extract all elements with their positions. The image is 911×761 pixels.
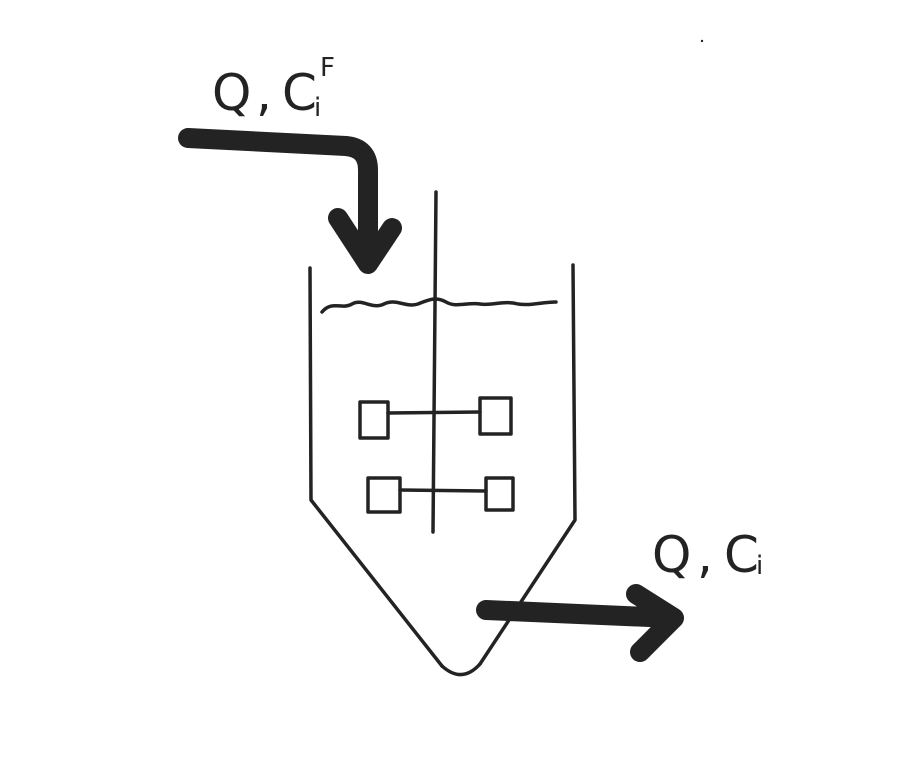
outlet-arrow-head xyxy=(626,584,684,662)
agitator-shaft xyxy=(431,190,438,534)
impeller-lower xyxy=(366,476,515,514)
outlet-label: Q , C i xyxy=(652,526,763,584)
outlet-concentration-subscript: i xyxy=(756,551,763,581)
impeller-lower-left-blade xyxy=(366,476,402,514)
inlet-arrow xyxy=(178,128,402,274)
impeller-upper-right-blade xyxy=(478,396,513,436)
inlet-arrow-head xyxy=(328,208,402,274)
inlet-arrow-shaft xyxy=(178,128,378,272)
impeller-upper-arm xyxy=(386,410,482,415)
outlet-concentration-symbol: C xyxy=(724,526,759,584)
inlet-concentration-subscript: i xyxy=(314,93,321,123)
impeller-upper xyxy=(358,396,513,440)
stray-dot xyxy=(700,39,704,43)
inlet-flow-symbol: Q xyxy=(212,64,251,122)
impeller-lower-right-blade xyxy=(484,476,515,512)
impeller-lower-arm xyxy=(398,488,488,493)
outlet-arrow-shaft xyxy=(476,600,682,628)
outlet-arrow xyxy=(476,584,684,662)
outlet-separator: , xyxy=(697,526,713,584)
impeller-upper-left-blade xyxy=(358,400,390,440)
inlet-separator: , xyxy=(256,64,272,122)
inlet-concentration-superscript: F xyxy=(320,53,335,83)
tank-left-wall xyxy=(308,266,444,668)
liquid-surface xyxy=(320,297,558,314)
tank-bottom-tip xyxy=(440,662,482,677)
inlet-concentration-symbol: C xyxy=(282,64,317,122)
outlet-flow-symbol: Q xyxy=(652,526,691,584)
inlet-label: Q , C i F xyxy=(212,53,335,123)
